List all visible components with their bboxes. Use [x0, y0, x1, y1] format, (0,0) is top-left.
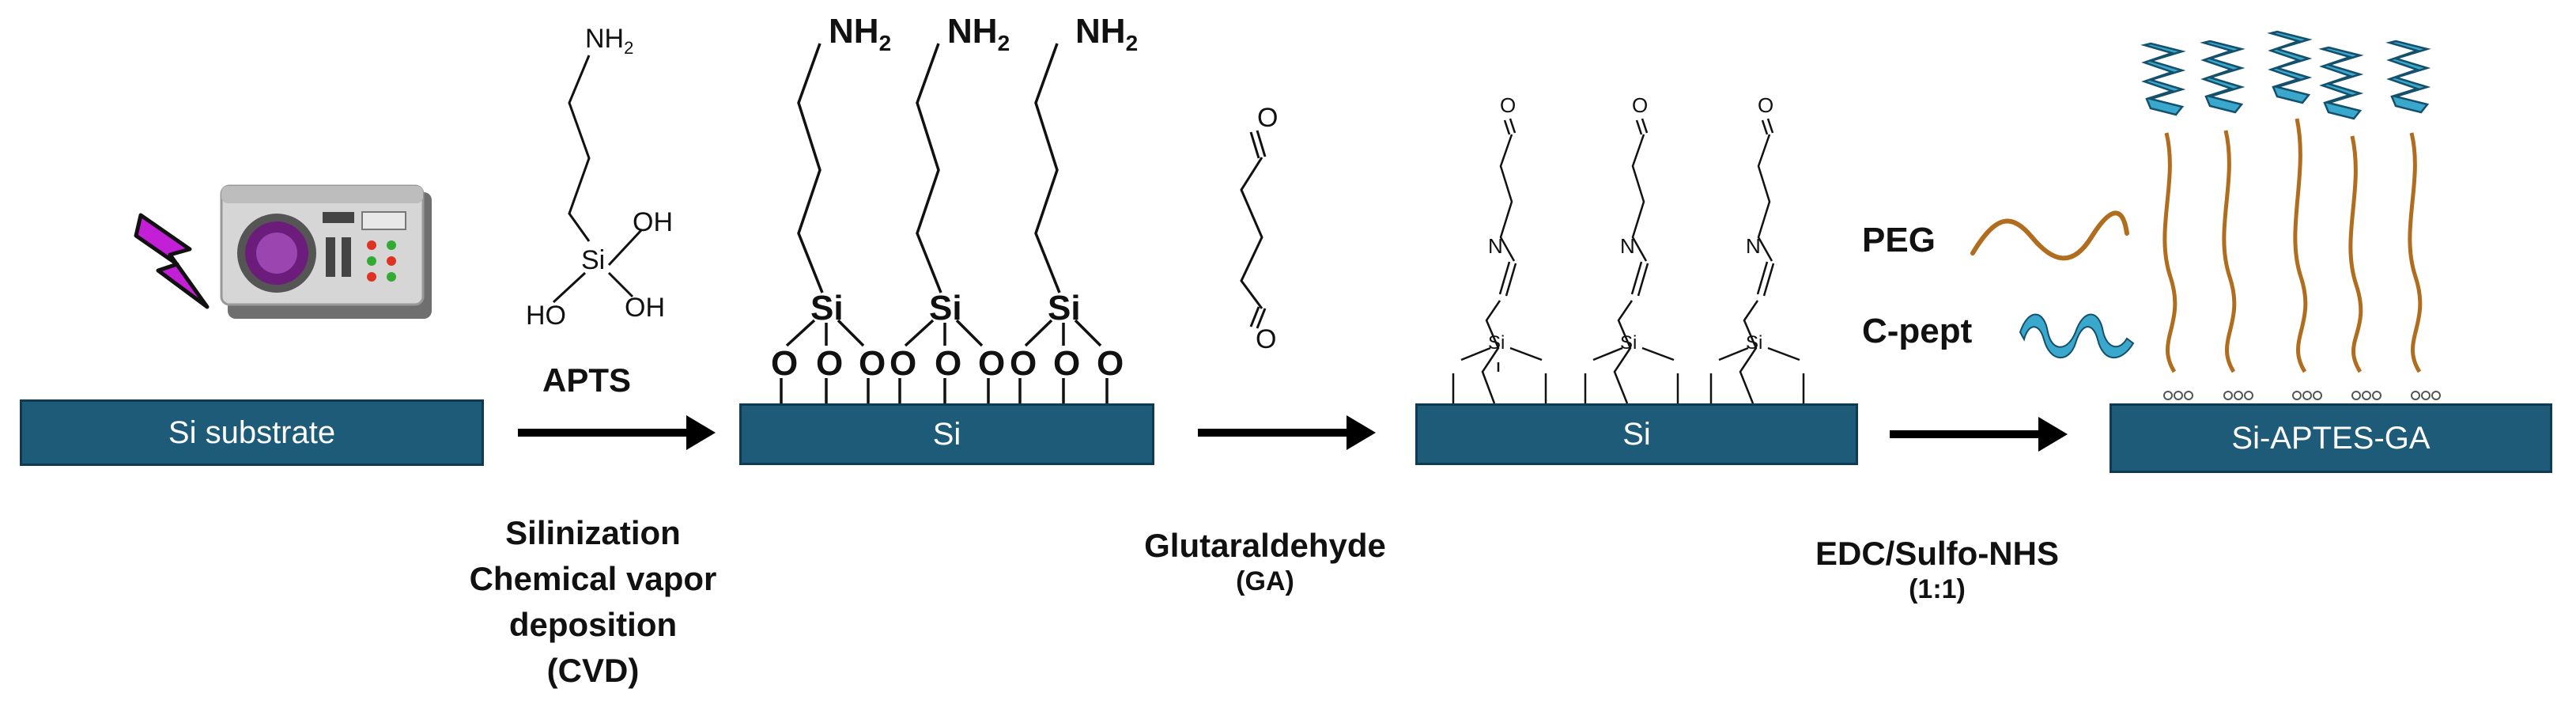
apts-ho-label: HO	[526, 301, 566, 331]
o-label: O	[935, 344, 962, 383]
ga-text: (GA)	[1236, 566, 1294, 597]
edc-text: EDC/Sulfo-NHS	[1815, 535, 2059, 572]
chain-a-n-label: N	[1488, 234, 1503, 258]
chain-c-o-label: O	[1758, 93, 1774, 117]
chain1-nh2-label: NH2	[829, 12, 892, 55]
schiff-base-anchors	[1452, 346, 1805, 403]
apts-oh2-label: OH	[625, 293, 665, 323]
chain1-si-label: Si	[810, 289, 844, 327]
o-label: O	[859, 344, 886, 383]
substrate-si-bare: Si substrate	[20, 399, 484, 466]
ratio-text: (1:1)	[1909, 574, 1966, 605]
glutaraldehyde-molecule	[1240, 130, 1267, 329]
o-label: O	[1053, 344, 1081, 383]
apts-si-label: Si	[581, 245, 606, 275]
peptide-helix-icon	[2019, 313, 2135, 359]
silinization-line-1: Silinization	[505, 514, 681, 551]
edc-step-label: EDC/Sulfo-NHS (1:1)	[1771, 534, 2103, 606]
peptide-helices	[2140, 30, 2431, 120]
peg-chain-icon	[1970, 210, 2129, 261]
step-arrow-3	[1890, 417, 2068, 452]
substrate-si-apts: Si	[739, 403, 1154, 465]
chain-b-si-label: Si	[1620, 332, 1637, 354]
peg-legend-label: PEG	[1862, 221, 1936, 259]
apts-molecule	[552, 55, 644, 304]
substrate-si-aptes-ga: Si-APTES-GA	[2110, 403, 2552, 473]
silinization-line-3: deposition	[508, 606, 678, 643]
cpept-legend-label: C-pept	[1862, 312, 1973, 350]
silinization-line-2: Chemical vapor	[469, 560, 717, 597]
o-label: O	[816, 344, 844, 383]
o-label: O	[1010, 344, 1037, 383]
chain2-nh2-label: NH2	[947, 12, 1010, 55]
glutaraldehyde-text: Glutaraldehyde	[1144, 527, 1386, 564]
glutaraldehyde-step-label: Glutaraldehyde (GA)	[1107, 526, 1423, 598]
o-label: O	[978, 344, 1006, 383]
chain2-si-label: Si	[929, 289, 962, 327]
silinization-line-4: (CVD)	[546, 652, 640, 689]
apts-oh-label: OH	[633, 207, 673, 237]
step-arrow-1	[518, 415, 716, 450]
chain-b-o-label: O	[1632, 93, 1649, 117]
chain-c-n-label: N	[1746, 234, 1761, 258]
chain-a-si-label: Si	[1488, 332, 1505, 354]
ga-top-o-label: O	[1257, 103, 1279, 133]
apts-nh2-label: NH2	[585, 24, 634, 58]
chain-c-si-label: Si	[1746, 332, 1763, 354]
apts-chains	[780, 43, 1109, 403]
schiff-base-chains	[1481, 118, 1775, 404]
ga-bottom-o-label: O	[1256, 324, 1277, 354]
chain3-si-label: Si	[1048, 289, 1081, 327]
chain-b-n-label: N	[1620, 234, 1635, 258]
o-label: O	[890, 344, 917, 383]
substrate-si-ga: Si	[1415, 403, 1858, 465]
chain-a-o-label: O	[1500, 93, 1517, 117]
chain3-nh2-label: NH2	[1075, 12, 1139, 55]
o-label: O	[1097, 344, 1124, 383]
final-anchors	[2163, 391, 2441, 400]
o-label: O	[771, 344, 799, 383]
peg-chains	[2162, 118, 2423, 373]
plasma-cleaner-icon	[220, 184, 432, 319]
lightning-bolt-icon	[134, 213, 210, 309]
silinization-step-label: Silinization Chemical vapor deposition (…	[443, 510, 743, 694]
step-arrow-2	[1198, 415, 1376, 450]
apts-step-label: APTS	[542, 361, 632, 399]
